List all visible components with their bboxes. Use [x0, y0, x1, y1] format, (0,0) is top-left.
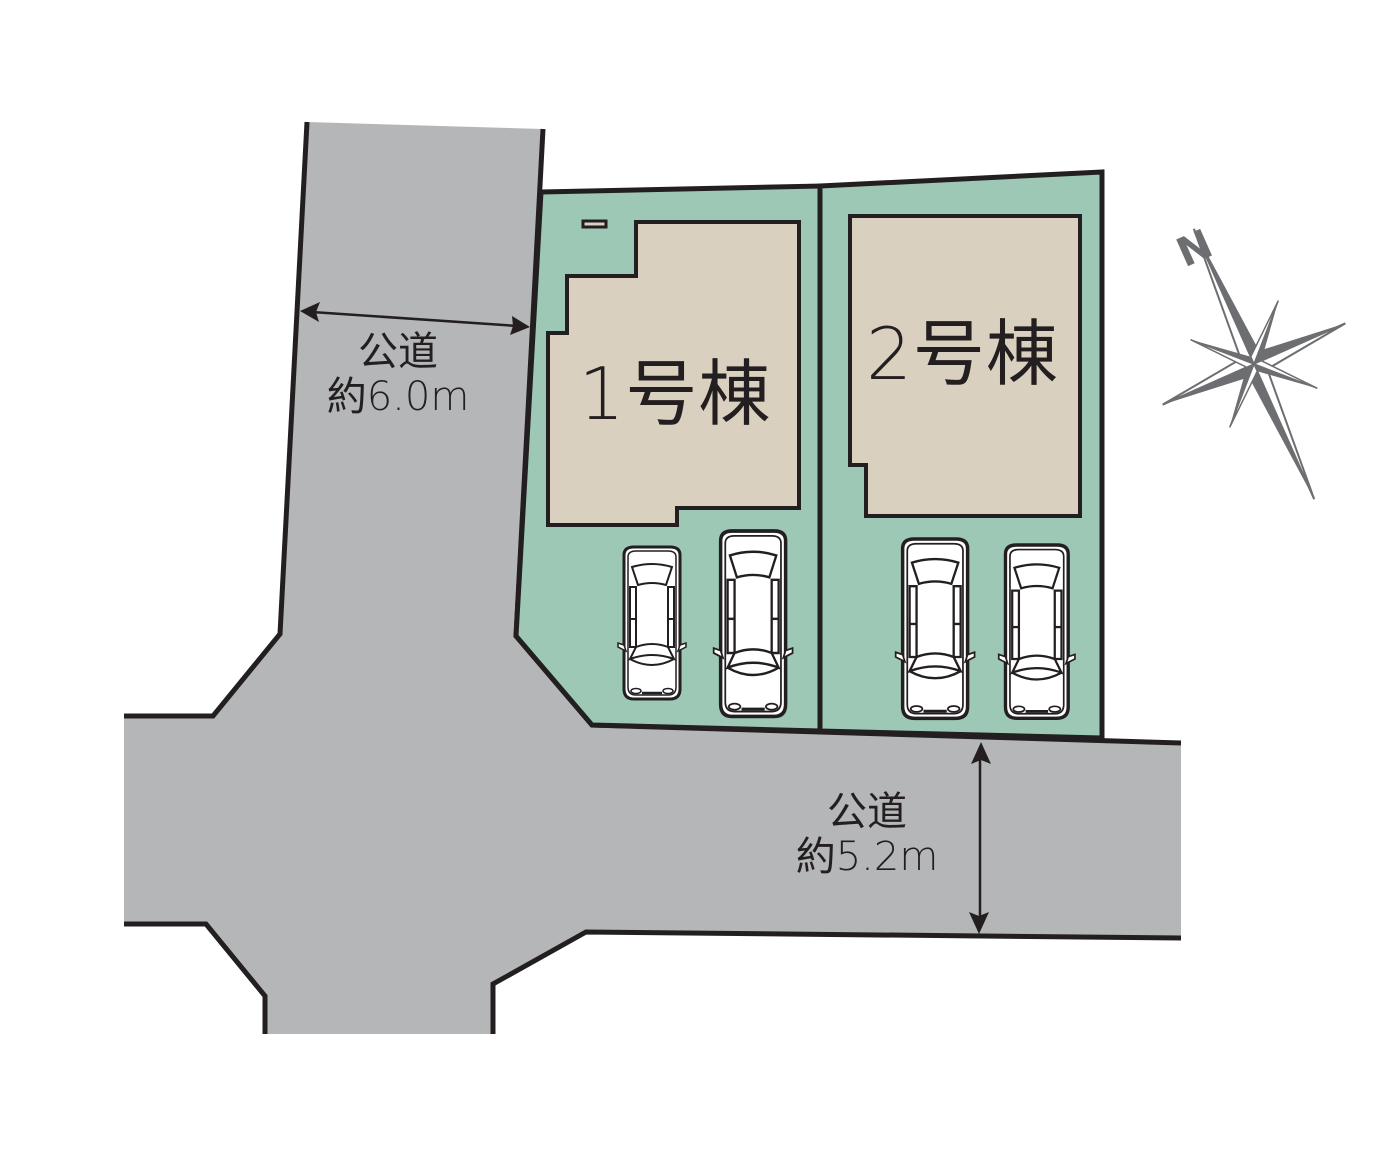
west-road-width: 約6.0m	[326, 373, 470, 420]
road-surface	[124, 122, 1181, 1034]
arrow-head-up-icon	[971, 742, 991, 764]
building-2-footprint	[848, 214, 1082, 518]
west-road-name: 公道	[358, 329, 438, 375]
buildings	[546, 214, 1082, 527]
south-road-name: 公道	[827, 789, 907, 835]
building-1-footprint	[546, 220, 801, 527]
south-road-bottom-edge	[490, 929, 1182, 1034]
west-road-label: 公道 約6.0m	[318, 330, 478, 420]
building-1-label: 1号棟	[578, 352, 772, 436]
south-road-left-bottom-edge	[124, 921, 268, 1034]
dimension-arrows	[300, 302, 991, 934]
building-2-label: 2号棟	[866, 312, 1059, 396]
arrow-head-right-icon	[510, 316, 530, 335]
car-icon	[997, 543, 1077, 720]
arrow-head-left-icon	[300, 302, 320, 322]
west-road-left-edge	[124, 121, 310, 719]
car-icon	[893, 537, 977, 721]
arrow-head-down-icon	[969, 912, 989, 934]
building-1-meter-box	[581, 219, 608, 229]
compass-rose-icon	[1162, 228, 1346, 500]
south-road-label: 公道 約5.2m	[782, 790, 952, 880]
south-road-width: 約5.2m	[795, 833, 939, 880]
car-icon	[711, 529, 795, 719]
car-icon	[616, 545, 688, 701]
